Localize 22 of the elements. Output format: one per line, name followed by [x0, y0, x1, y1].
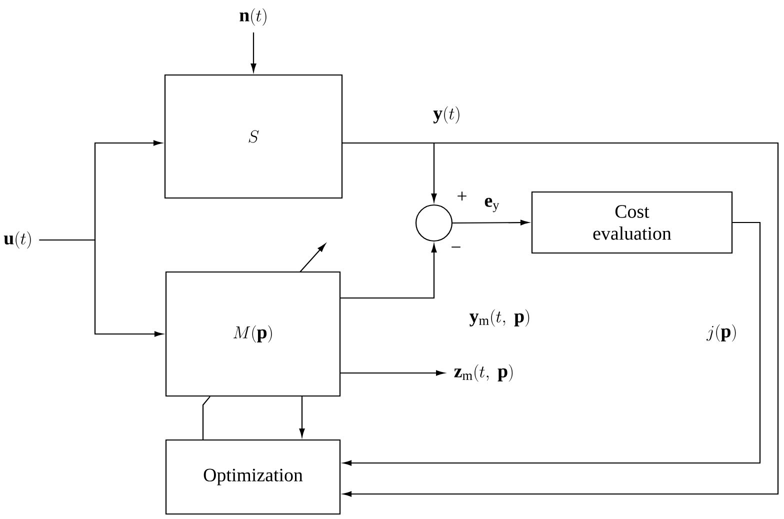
arrow	[250, 32, 256, 72]
arrow	[340, 370, 444, 376]
edge-label: $\mathbf{e}_{\mathrm{y}}$	[483, 196, 501, 214]
arrow	[452, 220, 529, 226]
edge-label: $\mathbf{y}(t)$	[432, 105, 462, 125]
model-box: $M(\mathbf{p})$	[165, 271, 341, 397]
arrow	[342, 142, 779, 497]
arrow	[343, 222, 761, 466]
sign-label: +	[458, 192, 466, 200]
process-box: Optimization	[165, 439, 341, 515]
edge-label: $j(\mathbf{p})$	[706, 323, 738, 343]
system-box: $S$	[164, 74, 343, 199]
signal-label: $\mathbf{u}(t)$	[4, 231, 31, 249]
arrow	[299, 396, 305, 437]
signal-label: $\mathbf{n}(t)$	[240, 8, 266, 26]
summing-junction	[415, 204, 453, 242]
signal-label: $\mathbf{z}_{\mathrm{m}}(t,\ \mathbf{p})$	[454, 364, 513, 382]
edge-label: $\mathbf{y}_{\mathrm{m}}(t,\ \mathbf{p})$	[468, 308, 532, 328]
arrow	[39, 239, 163, 337]
arrow	[340, 244, 437, 299]
sign-label: −	[452, 246, 460, 248]
process-box: Cost evaluation	[531, 191, 733, 254]
